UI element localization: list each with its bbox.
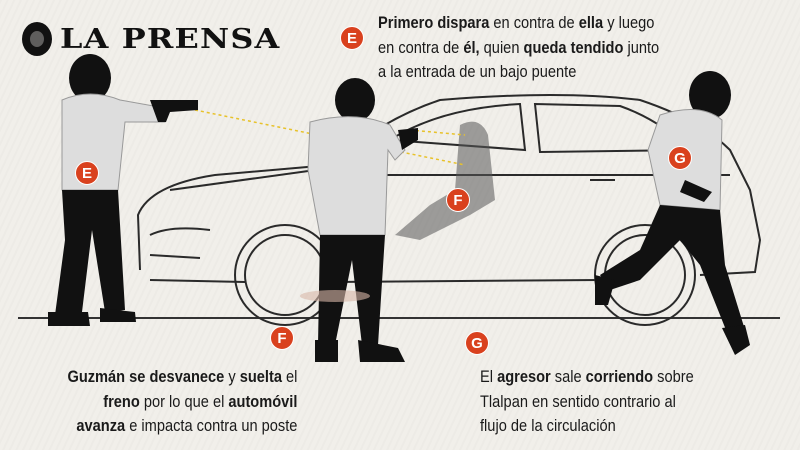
caption-line: Guzmán se desvanece y suelta el bbox=[67, 365, 297, 390]
caption-text: quien bbox=[479, 37, 524, 57]
caption-line: avanza e impacta contra un poste bbox=[67, 414, 297, 439]
step-badge-f-figure: F bbox=[446, 188, 470, 212]
la-prensa-logo[interactable]: LA PRENSA bbox=[22, 22, 279, 56]
caption-text: flujo de la circulación bbox=[480, 416, 616, 435]
shooter-figure-f bbox=[307, 78, 418, 362]
runner-figure-g bbox=[595, 71, 750, 355]
caption-line: en contra de él, quien queda tendido jun… bbox=[378, 36, 659, 61]
aim-line bbox=[194, 109, 466, 166]
caption-bold-text: freno bbox=[102, 391, 140, 411]
caption-text: sale bbox=[550, 367, 586, 386]
caption-line: Primero dispara en contra de ella y lueg… bbox=[378, 11, 659, 36]
caption-e: Primero dispara en contra de ella y lueg… bbox=[378, 11, 705, 85]
caption-text: por lo que el bbox=[139, 391, 228, 411]
crash-shadow bbox=[300, 290, 370, 302]
caption-bold-text: avanza bbox=[75, 416, 125, 435]
step-badge-f: F bbox=[270, 326, 294, 350]
aim-line bbox=[409, 129, 466, 136]
step-badge-e: E bbox=[340, 26, 364, 50]
caption-text: sobre bbox=[653, 367, 694, 386]
caption-text: junto bbox=[623, 37, 660, 57]
caption-bold-text: ella bbox=[578, 13, 604, 32]
caption-bold-text: Guzmán se desvanece bbox=[67, 367, 224, 386]
caption-text: en contra de bbox=[378, 37, 464, 57]
caption-text: Tlalpan en sentido contrario al bbox=[480, 391, 676, 411]
caption-line: a la entrada de un bajo puente bbox=[378, 60, 659, 85]
caption-line: Tlalpan en sentido contrario al bbox=[480, 390, 694, 415]
caption-text: a la entrada de un bajo puente bbox=[378, 62, 577, 81]
caption-line: El agresor sale corriendo sobre bbox=[480, 365, 694, 390]
caption-bold-text: queda tendido bbox=[523, 37, 624, 57]
caption-bold-text: Primero dispara bbox=[378, 13, 490, 32]
caption-bold-text: suelta bbox=[239, 367, 282, 386]
caption-text: El bbox=[480, 367, 498, 386]
caption-text: en contra de bbox=[489, 13, 579, 32]
caption-bold-text: él, bbox=[463, 37, 480, 57]
caption-text: el bbox=[281, 367, 297, 386]
step-badge-g-figure: G bbox=[668, 146, 692, 170]
caption-text: e impacta contra un poste bbox=[124, 416, 297, 435]
step-badge-e-figure: E bbox=[75, 161, 99, 185]
caption-line: freno por lo que el automóvil bbox=[67, 390, 297, 415]
seated-victim-silhouette bbox=[395, 121, 495, 240]
caption-text: y bbox=[223, 367, 240, 386]
caption-line: flujo de la circulación bbox=[480, 414, 694, 439]
caption-bold-text: automóvil bbox=[227, 391, 297, 411]
caption-bold-text: agresor bbox=[497, 367, 551, 386]
caption-bold-text: corriendo bbox=[585, 367, 654, 386]
caption-text: y luego bbox=[603, 13, 655, 32]
step-badge-g: G bbox=[465, 331, 489, 355]
logo-wordmark: LA PRENSA bbox=[60, 23, 281, 55]
lion-emblem-icon bbox=[22, 22, 52, 56]
